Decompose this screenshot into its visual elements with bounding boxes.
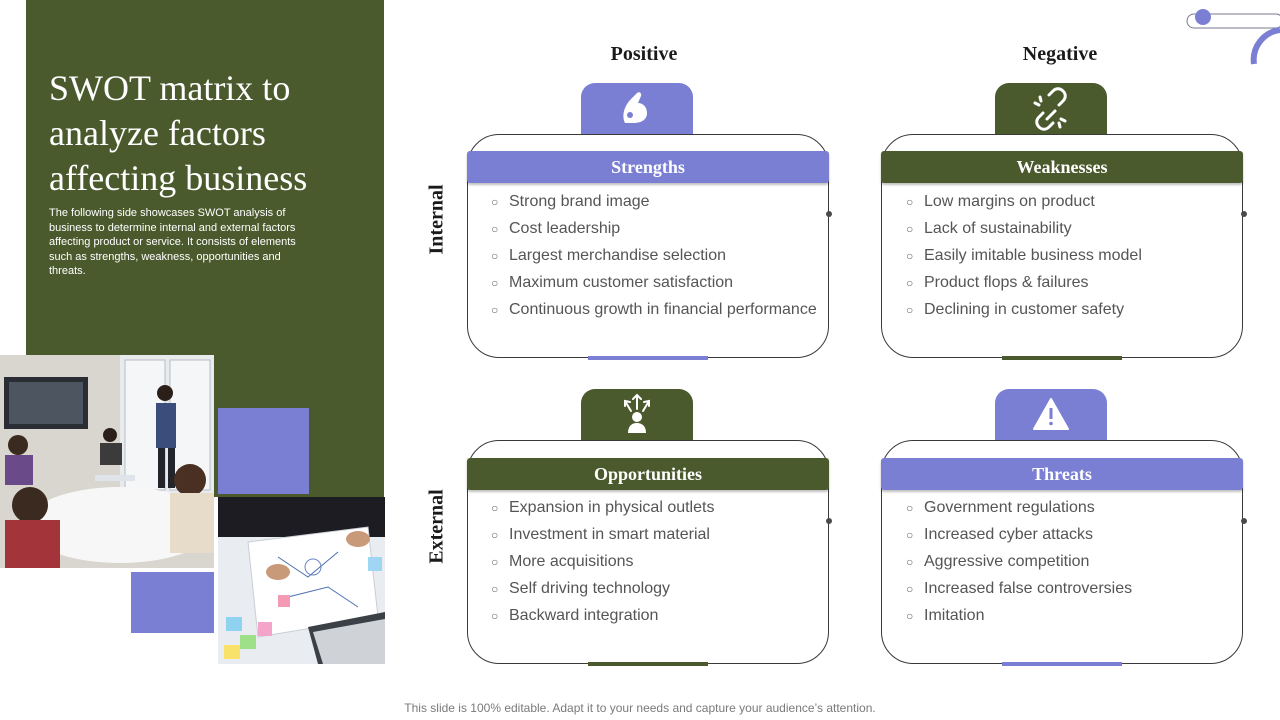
strengths-connector-dot: [826, 211, 832, 217]
strengths-header: Strengths: [467, 151, 829, 183]
list-item: ○Largest merchandise selection: [491, 242, 817, 269]
bullet-circle-icon: ○: [491, 303, 499, 317]
list-item: ○Maximum customer satisfaction: [491, 269, 817, 296]
bullet-circle-icon: ○: [491, 501, 499, 515]
bullet-circle-icon: ○: [906, 501, 914, 515]
list-item: ○Imitation: [906, 602, 1132, 629]
flexed-arm-icon: [623, 92, 647, 123]
list-item: ○Strong brand image: [491, 188, 817, 215]
list-item: ○Self driving technology: [491, 575, 714, 602]
weaknesses-icon-tab: [995, 83, 1107, 135]
weaknesses-connector-dot: [1241, 211, 1247, 217]
weaknesses-list: ○Low margins on product ○Lack of sustain…: [906, 188, 1142, 323]
list-item: ○Aggressive competition: [906, 548, 1132, 575]
list-item: ○Declining in customer safety: [906, 296, 1142, 323]
meeting-photo: [0, 355, 214, 568]
bullet-circle-icon: ○: [906, 582, 914, 596]
slide-description: The following side showcases SWOT analys…: [49, 207, 296, 277]
bullet-circle-icon: ○: [906, 195, 914, 209]
list-item: ○Backward integration: [491, 602, 714, 629]
strengths-accent-line: [588, 356, 708, 360]
strengths-icon-tab: [581, 83, 693, 135]
column-header-negative: Negative: [1022, 43, 1098, 65]
strengths-list: ○Strong brand image ○Cost leadership ○La…: [491, 188, 817, 323]
bullet-circle-icon: ○: [491, 249, 499, 263]
planning-photo: [218, 497, 385, 664]
list-item: ○Lack of sustainability: [906, 215, 1142, 242]
list-item: ○Continuous growth in financial performa…: [491, 296, 817, 323]
list-item: ○Product flops & failures: [906, 269, 1142, 296]
warning-icon: [1033, 398, 1069, 430]
list-item: ○Increased cyber attacks: [906, 521, 1132, 548]
list-item: ○Expansion in physical outlets: [491, 494, 714, 521]
weaknesses-header: Weaknesses: [881, 151, 1243, 183]
threats-list: ○Government regulations ○Increased cyber…: [906, 494, 1132, 629]
threats-header: Threats: [881, 458, 1243, 490]
list-item: ○Cost leadership: [491, 215, 817, 242]
bullet-circle-icon: ○: [491, 609, 499, 623]
decor-square-top: [218, 408, 309, 494]
list-item: ○Investment in smart material: [491, 521, 714, 548]
list-item: ○Government regulations: [906, 494, 1132, 521]
threats-connector-dot: [1241, 518, 1247, 524]
row-header-external: External: [425, 489, 448, 564]
opportunities-icon-tab: [581, 389, 693, 441]
bullet-circle-icon: ○: [491, 276, 499, 290]
decor-square-bottom: [131, 572, 214, 633]
bullet-circle-icon: ○: [906, 528, 914, 542]
threats-icon-tab: [995, 389, 1107, 441]
bullet-circle-icon: ○: [906, 276, 914, 290]
bullet-circle-icon: ○: [491, 195, 499, 209]
opportunities-connector-dot: [826, 518, 832, 524]
bullet-circle-icon: ○: [491, 528, 499, 542]
list-item: ○Easily imitable business model: [906, 242, 1142, 269]
broken-link-icon: [1033, 87, 1067, 131]
opportunities-header: Opportunities: [467, 458, 829, 490]
decorative-pin-shape: [1186, 9, 1280, 65]
opportunities-list: ○Expansion in physical outlets ○Investme…: [491, 494, 714, 629]
bullet-circle-icon: ○: [906, 303, 914, 317]
person-arrows-icon: [624, 393, 650, 433]
threats-accent-line: [1002, 662, 1122, 666]
list-item: ○Low margins on product: [906, 188, 1142, 215]
row-header-internal: Internal: [425, 184, 448, 255]
weaknesses-accent-line: [1002, 356, 1122, 360]
bullet-circle-icon: ○: [491, 582, 499, 596]
column-header-positive: Positive: [610, 43, 678, 65]
bullet-circle-icon: ○: [906, 555, 914, 569]
opportunities-accent-line: [588, 662, 708, 666]
bullet-circle-icon: ○: [906, 249, 914, 263]
slide-title: SWOT matrix to analyze factors affecting…: [49, 68, 308, 198]
list-item: ○Increased false controversies: [906, 575, 1132, 602]
bullet-circle-icon: ○: [491, 222, 499, 236]
list-item: ○More acquisitions: [491, 548, 714, 575]
footer-note: This slide is 100% editable. Adapt it to…: [404, 701, 876, 715]
bullet-circle-icon: ○: [906, 609, 914, 623]
bullet-circle-icon: ○: [491, 555, 499, 569]
bullet-circle-icon: ○: [906, 222, 914, 236]
